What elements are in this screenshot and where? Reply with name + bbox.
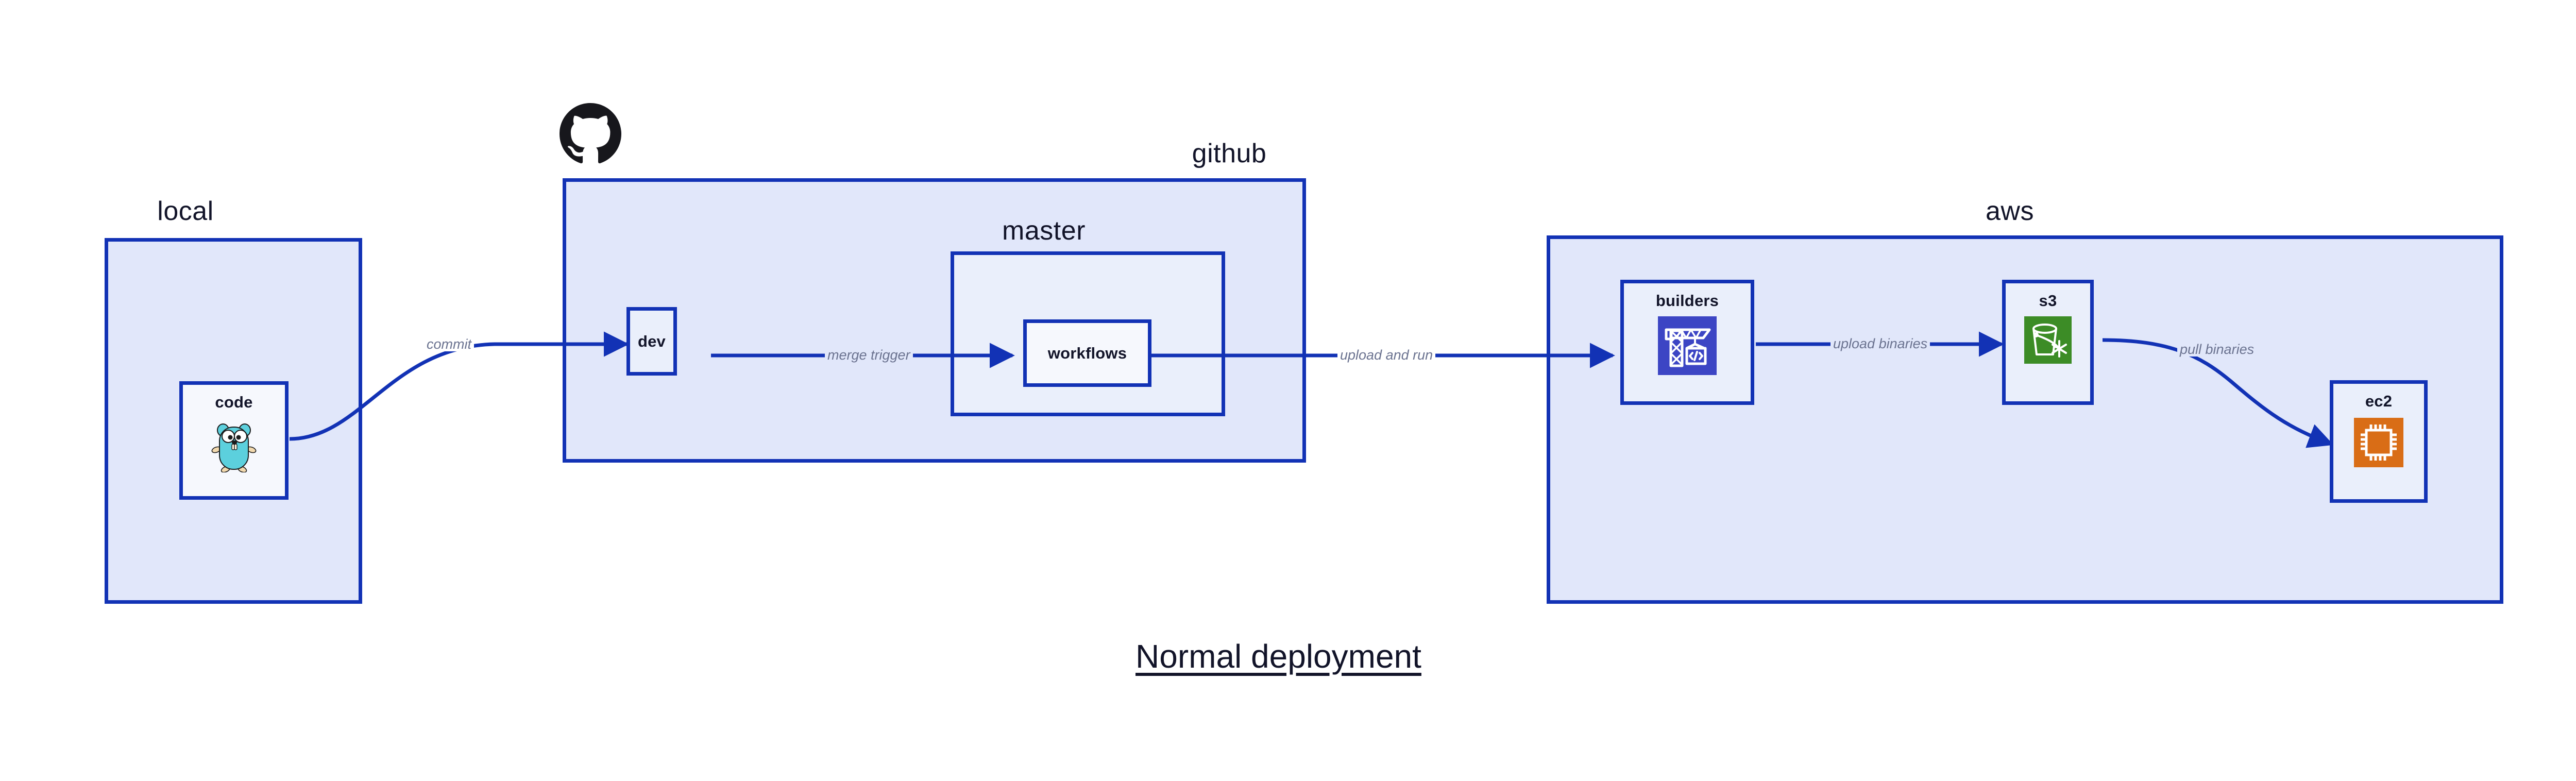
node-s3[interactable]: s3 bbox=[2002, 280, 2094, 405]
node-code[interactable]: code bbox=[179, 381, 289, 500]
github-octocat-logo bbox=[560, 101, 621, 167]
group-label-aws: aws bbox=[1986, 196, 2034, 226]
node-workflows[interactable]: workflows bbox=[1023, 319, 1151, 387]
edge-label-merge-trigger: merge trigger bbox=[825, 348, 913, 362]
go-gopher-icon bbox=[210, 419, 258, 475]
edge-label-upload-binaries: upload binaries bbox=[1831, 337, 1930, 351]
node-label-code: code bbox=[215, 393, 253, 411]
aws-s3-bucket-icon bbox=[2024, 316, 2072, 366]
node-label-ec2: ec2 bbox=[2365, 392, 2393, 410]
group-label-github: github bbox=[1192, 139, 1267, 168]
node-label-builders: builders bbox=[1655, 292, 1719, 310]
page-title: Normal deployment bbox=[1136, 638, 1421, 675]
node-dev[interactable]: dev bbox=[626, 307, 677, 376]
node-builders[interactable]: builders bbox=[1620, 280, 1754, 405]
node-ec2[interactable]: ec2 bbox=[2330, 380, 2428, 503]
group-label-local: local bbox=[157, 196, 214, 226]
aws-ec2-chip-icon bbox=[2354, 418, 2403, 470]
edge-label-commit: commit bbox=[424, 337, 474, 351]
edge-label-upload-and-run: upload and run bbox=[1337, 348, 1436, 362]
edge-label-pull-binaries: pull binaries bbox=[2177, 343, 2257, 356]
node-label-dev: dev bbox=[637, 332, 666, 350]
node-label-s3: s3 bbox=[2039, 292, 2057, 310]
group-label-master: master bbox=[1002, 216, 1086, 246]
aws-codebuild-crane-icon bbox=[1658, 316, 1717, 378]
node-label-workflows: workflows bbox=[1047, 344, 1127, 362]
